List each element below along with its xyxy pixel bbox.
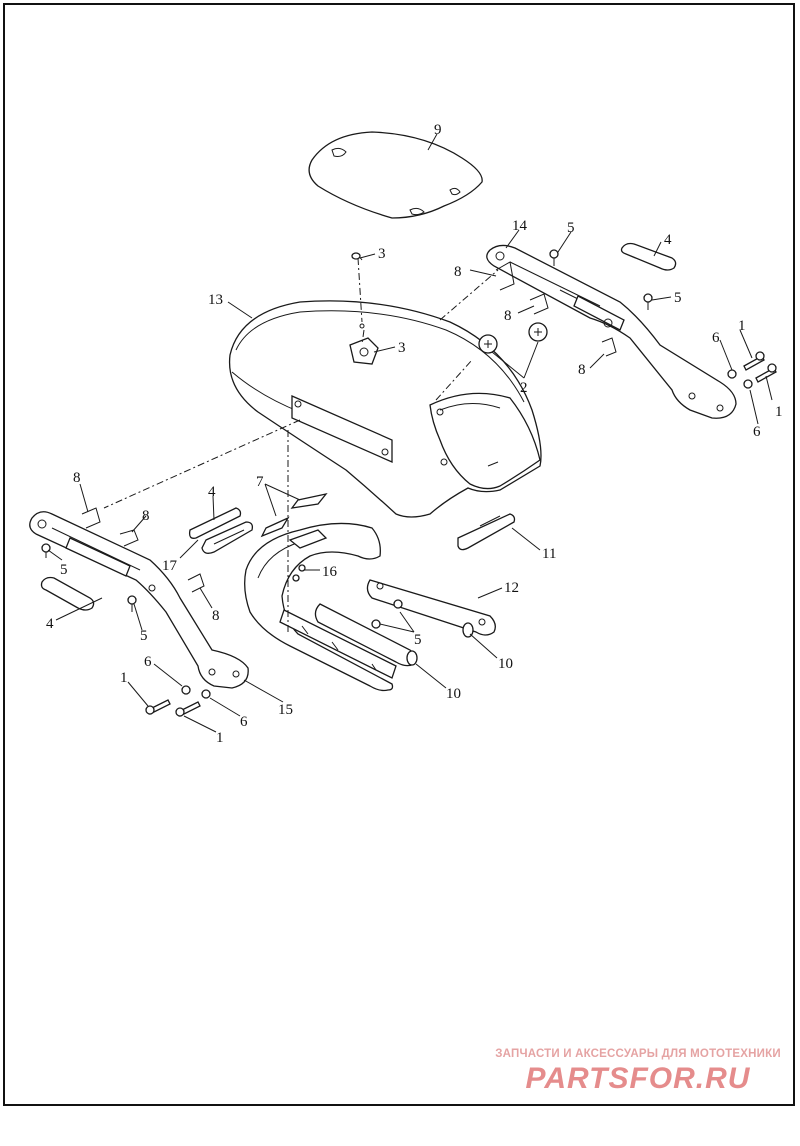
- callout-1: 1: [775, 404, 783, 420]
- callout-6: 6: [753, 424, 761, 440]
- part-3-nuts: [351, 252, 361, 260]
- part-8-clips: [81, 261, 617, 593]
- callout-8: 8: [212, 608, 220, 624]
- callout-8: 8: [142, 508, 150, 524]
- callout-8: 8: [578, 362, 586, 378]
- callout-17: 17: [162, 558, 178, 574]
- callout-5: 5: [60, 562, 68, 578]
- callout-5: 5: [674, 290, 682, 306]
- callout-4: 4: [664, 232, 672, 248]
- part-17-reflector: [188, 507, 254, 554]
- part-7-plates: [260, 492, 328, 538]
- callout-13: 13: [208, 292, 223, 308]
- callout-5: 5: [140, 628, 148, 644]
- part-9-seat-pad: [308, 131, 483, 219]
- part-2-washers: [478, 322, 548, 354]
- callout-1: 1: [216, 730, 224, 746]
- callout-3: 3: [398, 340, 406, 356]
- callout-7: 7: [256, 474, 264, 490]
- assembly-lines: [103, 257, 499, 632]
- callout-5: 5: [414, 632, 422, 648]
- callout-16: 16: [322, 564, 338, 580]
- callout-8: 8: [454, 264, 462, 280]
- leader-lines: [47, 133, 773, 733]
- diagram-frame: [3, 3, 795, 1106]
- callout-14: 14: [512, 218, 528, 234]
- callout-6: 6: [144, 654, 152, 670]
- callout-12: 12: [504, 580, 519, 596]
- callout-2: 2: [520, 380, 528, 396]
- callout-1: 1: [738, 318, 746, 334]
- part-14-right-rail: [486, 244, 737, 419]
- callout-6: 6: [240, 714, 248, 730]
- callout-8: 8: [73, 470, 81, 486]
- fasteners: [41, 249, 777, 717]
- callout-3: 3: [378, 246, 386, 262]
- watermark-tagline: ЗАПЧАСТИ И АКСЕССУАРЫ ДЛЯ МОТОТЕХНИКИ: [495, 1048, 781, 1060]
- callout-5: 5: [567, 220, 575, 236]
- part-12-bracket-frame: [244, 522, 496, 692]
- callout-9: 9: [434, 122, 442, 138]
- part-11-bracket-strip: [457, 513, 516, 551]
- callout-1: 1: [120, 670, 128, 686]
- watermark-logo: PARTSFOR.RU: [525, 1062, 751, 1095]
- callout-4: 4: [46, 616, 54, 632]
- part-4-gaskets: [40, 242, 677, 611]
- callout-8: 8: [504, 308, 512, 324]
- callout-4: 4: [208, 484, 216, 500]
- callout-6: 6: [712, 330, 720, 346]
- callout-10: 10: [446, 686, 461, 702]
- part-13-rear-fender: [228, 255, 542, 518]
- callout-labels: 9 3 3 13 14 5 4 8 8 5 2 8 6 1 1 6 8 4 7 …: [46, 122, 783, 746]
- part-15-left-rail: [29, 511, 249, 689]
- watermark: ЗАПЧАСТИ И АКСЕССУАРЫ ДЛЯ МОТОТЕХНИКИ PA…: [488, 1048, 788, 1096]
- callout-10: 10: [498, 656, 513, 672]
- callout-11: 11: [542, 546, 556, 562]
- callout-15: 15: [278, 702, 293, 718]
